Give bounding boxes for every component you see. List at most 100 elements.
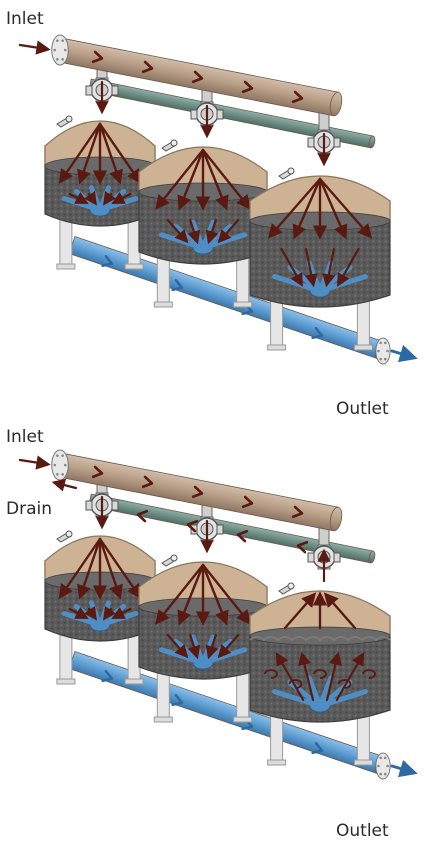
tank-foot (353, 759, 373, 766)
flow-arrow-icon (217, 218, 240, 244)
swirl-icon (288, 679, 303, 689)
filter-tank (138, 561, 268, 723)
flow-arrow-icon (111, 192, 132, 205)
flow-arrow-icon (98, 537, 142, 599)
bolt-icon (61, 39, 64, 42)
flow-arrow-icon (84, 191, 97, 206)
flow-arrow-icon (201, 148, 251, 210)
flow-arrow-icon (191, 485, 204, 499)
valve-flange (111, 500, 119, 511)
bolt-icon (379, 772, 383, 776)
valve-flange (85, 500, 93, 511)
filter-tank (138, 146, 268, 308)
bolt-icon (383, 341, 387, 345)
drain-flow-arrow-icon (136, 509, 149, 523)
tank-leg (59, 217, 73, 267)
flow-arrow-icon (291, 90, 304, 104)
bolt-icon (383, 756, 387, 760)
bolt-icon (379, 341, 383, 345)
drain-label: Drain (6, 499, 52, 519)
drain-flow-arrow-icon (296, 540, 309, 554)
tank-leg (127, 632, 141, 682)
bolt-icon (61, 58, 64, 61)
bolt-icon (53, 463, 57, 467)
tank-foot (124, 263, 144, 270)
outlet-label: Outlet (336, 399, 389, 419)
outlet-flow-arrow-icon (101, 255, 114, 268)
inlet-pipe-end (329, 506, 343, 532)
tank-leg (156, 255, 170, 305)
valve-flange (111, 85, 119, 96)
bolt-icon (61, 454, 64, 457)
outlet-flow-arrow-icon (171, 279, 184, 292)
bolt-icon (386, 764, 389, 768)
inlet-flange (51, 34, 69, 66)
flow-arrow-icon (177, 563, 205, 626)
gauge-dial (65, 115, 73, 123)
gauge-dial (65, 530, 73, 538)
drain-flow-arrow-icon (236, 529, 249, 543)
valve-flange (85, 85, 93, 96)
flow-arrow-icon (91, 465, 104, 479)
flow-arrow-icon (141, 60, 154, 74)
inlet-flow-arrow-icon (18, 455, 51, 470)
bolt-icon (379, 756, 383, 760)
inlet-flow-arrow-icon (18, 40, 51, 55)
bolt-icon (379, 357, 383, 361)
flow-arrow-icon (98, 122, 123, 185)
outlet-flow-arrow-icon (171, 694, 184, 707)
bolt-icon (63, 48, 67, 52)
flow-arrow-icon (103, 191, 116, 206)
tank-leg (127, 217, 141, 267)
bolt-icon (53, 48, 57, 52)
flow-arrow-icon (292, 177, 322, 240)
bolt-icon (377, 349, 380, 353)
filtration-diagram (18, 34, 418, 365)
flow-arrow-icon (68, 607, 89, 620)
flow-arrow-icon (298, 651, 315, 702)
outlet-flange (375, 337, 391, 365)
tank-leg (270, 713, 284, 763)
bolt-icon (56, 473, 59, 476)
drain-pipe-end (368, 550, 376, 564)
lateral-pipe (272, 689, 323, 709)
flow-arrow-icon (275, 652, 305, 702)
tank-foot (267, 344, 287, 351)
wavy-media-surface (249, 636, 391, 642)
bolt-icon (56, 39, 59, 42)
flow-arrow-icon (337, 247, 360, 287)
flow-arrow-icon (191, 70, 204, 84)
filter-tank (249, 590, 391, 766)
flow-arrow-icon (155, 563, 205, 625)
flow-arrow-icon (241, 495, 254, 509)
flow-arrow-icon (77, 537, 102, 600)
drain-pipe (88, 493, 376, 564)
flow-arrow-icon (58, 122, 102, 184)
filter-tank (44, 535, 156, 685)
drain-flow-arrow-icon (186, 519, 199, 533)
flow-arrow-icon (187, 218, 201, 245)
lateral-pipe (317, 689, 368, 709)
bolt-icon (383, 772, 387, 776)
outlet-flow-arrow-icon (311, 742, 324, 755)
valve-flange (307, 552, 315, 563)
flow-arrow-icon (318, 177, 348, 240)
flow-arrow-icon (111, 607, 132, 620)
drain-pipe (88, 78, 376, 149)
inlet-pipe-end (329, 91, 343, 117)
outlet-flow-arrow-icon (311, 327, 324, 340)
tank-foot (124, 678, 144, 685)
gauge-dial (287, 582, 295, 590)
flow-arrow-icon (166, 218, 189, 244)
flow-arrow-icon (325, 651, 342, 702)
valve-flange (216, 524, 224, 535)
filter-tank (249, 175, 391, 351)
gauge-dial (287, 167, 295, 175)
tank-leg (156, 670, 170, 720)
flow-arrow-icon (187, 633, 201, 660)
flow-arrow-icon (322, 247, 336, 288)
flow-arrow-icon (201, 148, 229, 211)
lateral-pipe (317, 675, 334, 709)
valve-flange (333, 552, 341, 563)
